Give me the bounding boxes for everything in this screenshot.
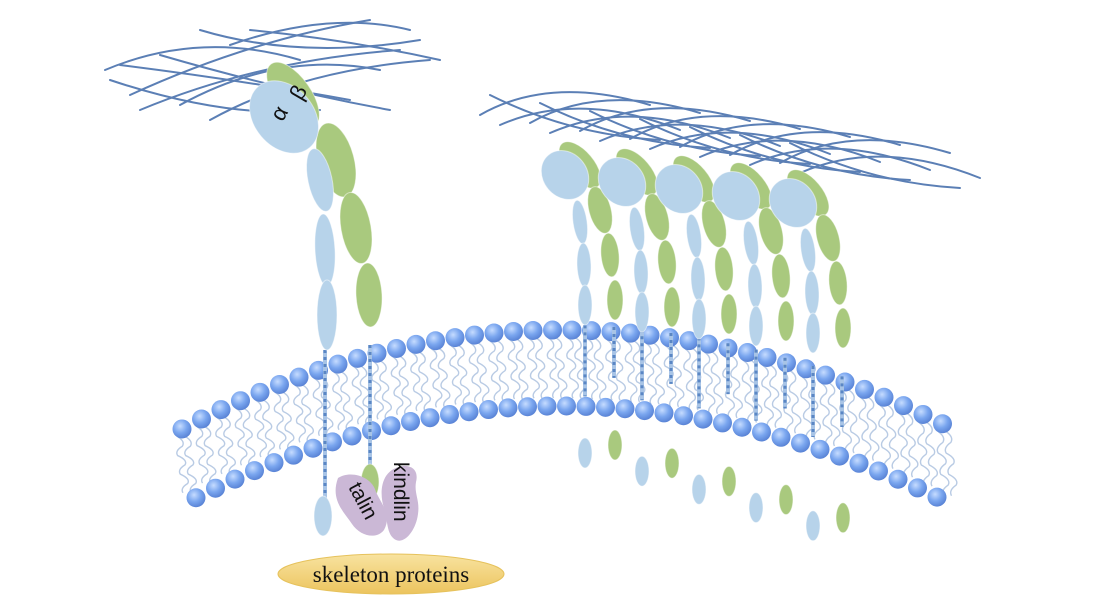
kindlin-label: kindlin: [389, 462, 412, 522]
integrin-cluster-item: [540, 141, 624, 469]
lipid-tails: [176, 337, 958, 497]
kindlin-protein: kindlin: [381, 462, 419, 541]
integrin-single: αβ: [249, 61, 383, 537]
integrins: αβ: [249, 61, 852, 542]
integrin-cluster-item: [711, 162, 795, 524]
talin-protein: talin: [335, 474, 387, 536]
integrin-cluster-item: [654, 155, 738, 505]
integrin-cluster-item: [597, 148, 681, 487]
lipid-heads: [172, 320, 952, 508]
skeleton-label: skeleton proteins: [313, 562, 470, 587]
extracellular-matrix: [104, 19, 981, 189]
transmembrane-segments: [323, 325, 844, 500]
integrin-cluster-item: [768, 169, 852, 542]
skeleton-proteins: skeleton proteins: [277, 553, 505, 595]
